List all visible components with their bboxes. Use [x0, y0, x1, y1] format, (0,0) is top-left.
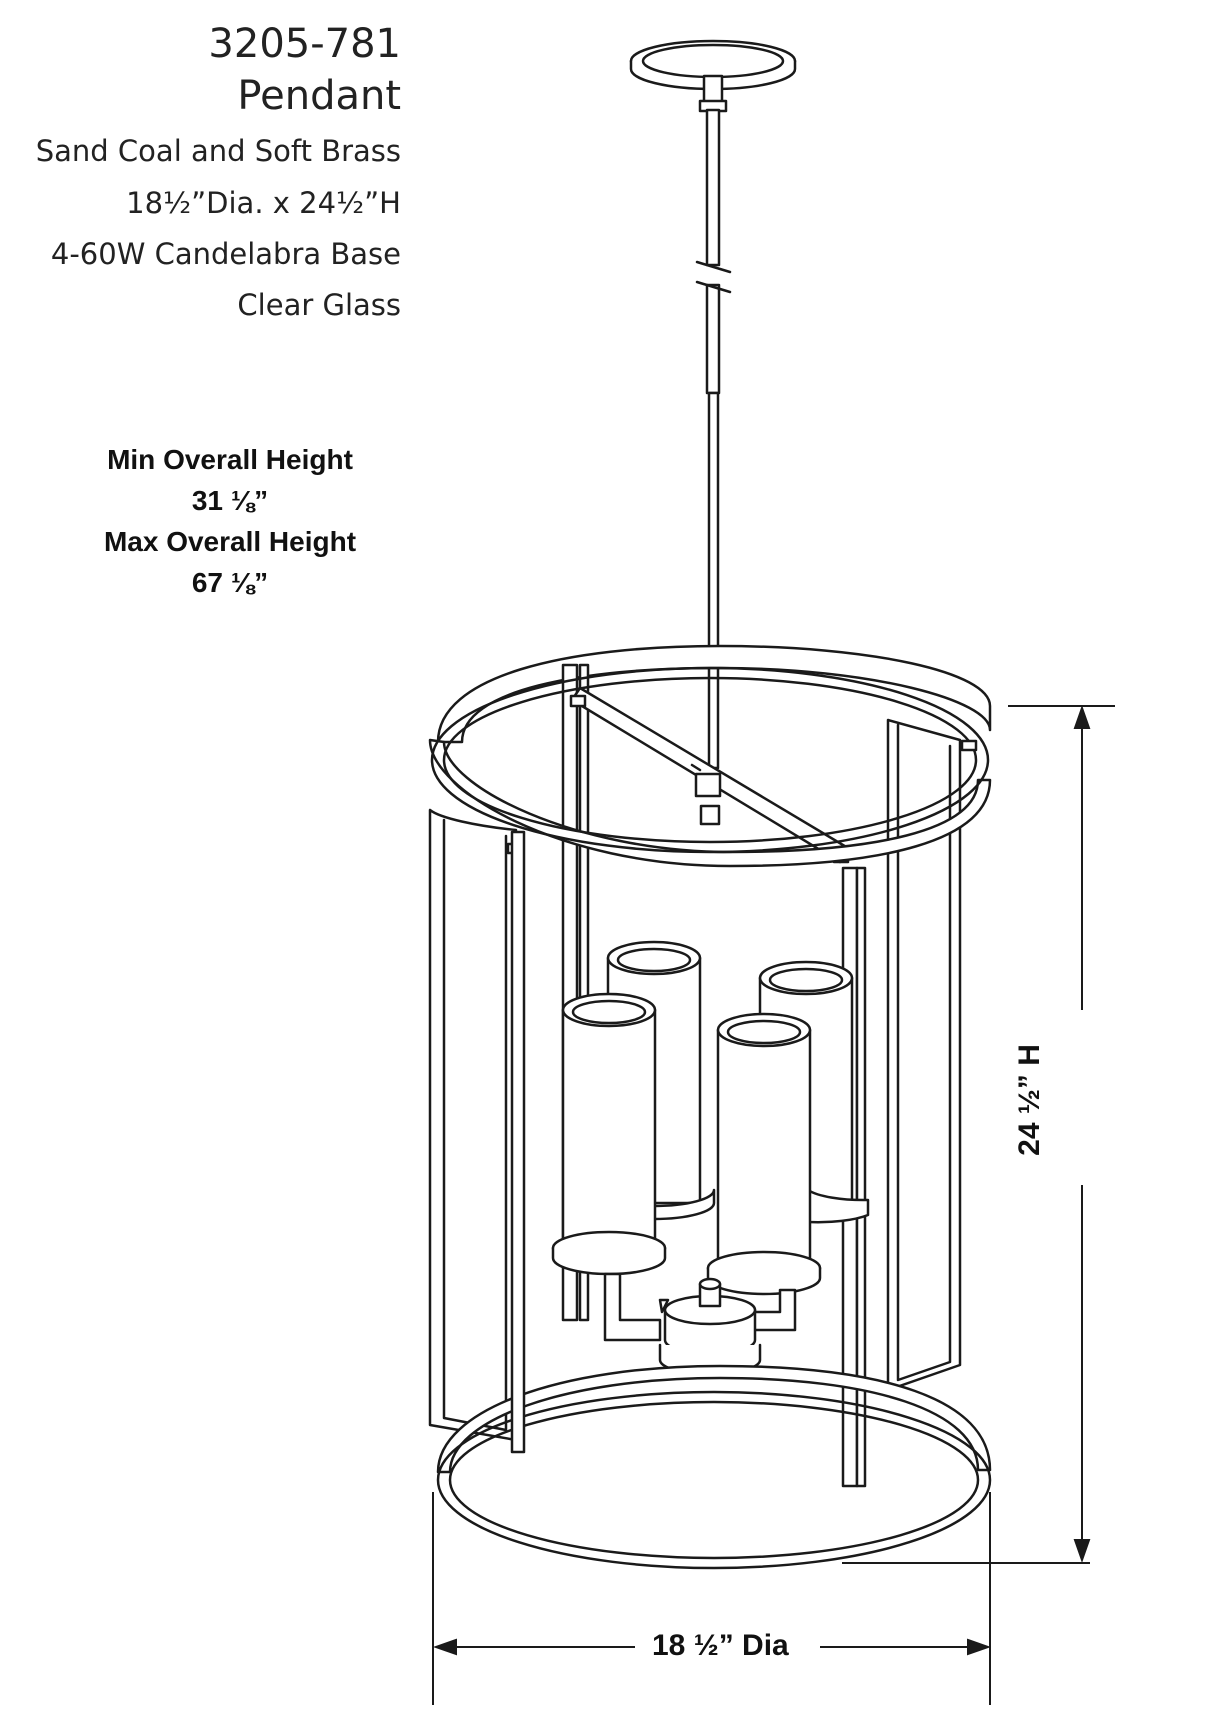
top-ring-outline	[430, 666, 990, 854]
cross-bar-clip-left	[569, 694, 587, 708]
min-height-value: 31 ⅛”	[191, 485, 269, 516]
max-height-value: 67 ⅛”	[191, 567, 269, 598]
bottom-ring-outline	[436, 1390, 992, 1570]
glass-text: Clear Glass	[237, 288, 401, 322]
candle-front-left	[551, 992, 667, 1276]
product-type: Pendant	[237, 73, 401, 119]
max-height-label: Max Overall Height	[103, 526, 357, 557]
height-dimension	[842, 704, 1115, 1564]
front-left-panel	[428, 808, 518, 1442]
finish-text: Sand Coal and Soft Brass	[35, 134, 401, 168]
downrod	[695, 108, 732, 770]
diameter-dimension-label: 18 ½” Dia	[652, 1629, 789, 1662]
top-ring-inner	[442, 676, 978, 844]
model-number: 3205-781	[208, 21, 401, 67]
lamping-text: 4-60W Candelabra Base	[50, 237, 401, 271]
diameter-dimension	[432, 1492, 992, 1705]
min-height-label: Min Overall Height	[107, 444, 353, 475]
bottom-ring-inner	[448, 1400, 980, 1560]
height-dimension-label: 24 ½” H	[1013, 1044, 1046, 1156]
size-text: 18½”Dia. x 24½”H	[126, 186, 401, 220]
bottom-ring	[436, 1364, 992, 1474]
ring-clip-right	[960, 739, 978, 752]
back-right-panel	[886, 718, 962, 1392]
center-body	[658, 1277, 762, 1376]
candle-front-right	[706, 1012, 822, 1296]
frame-bar-front-left	[510, 830, 526, 1454]
